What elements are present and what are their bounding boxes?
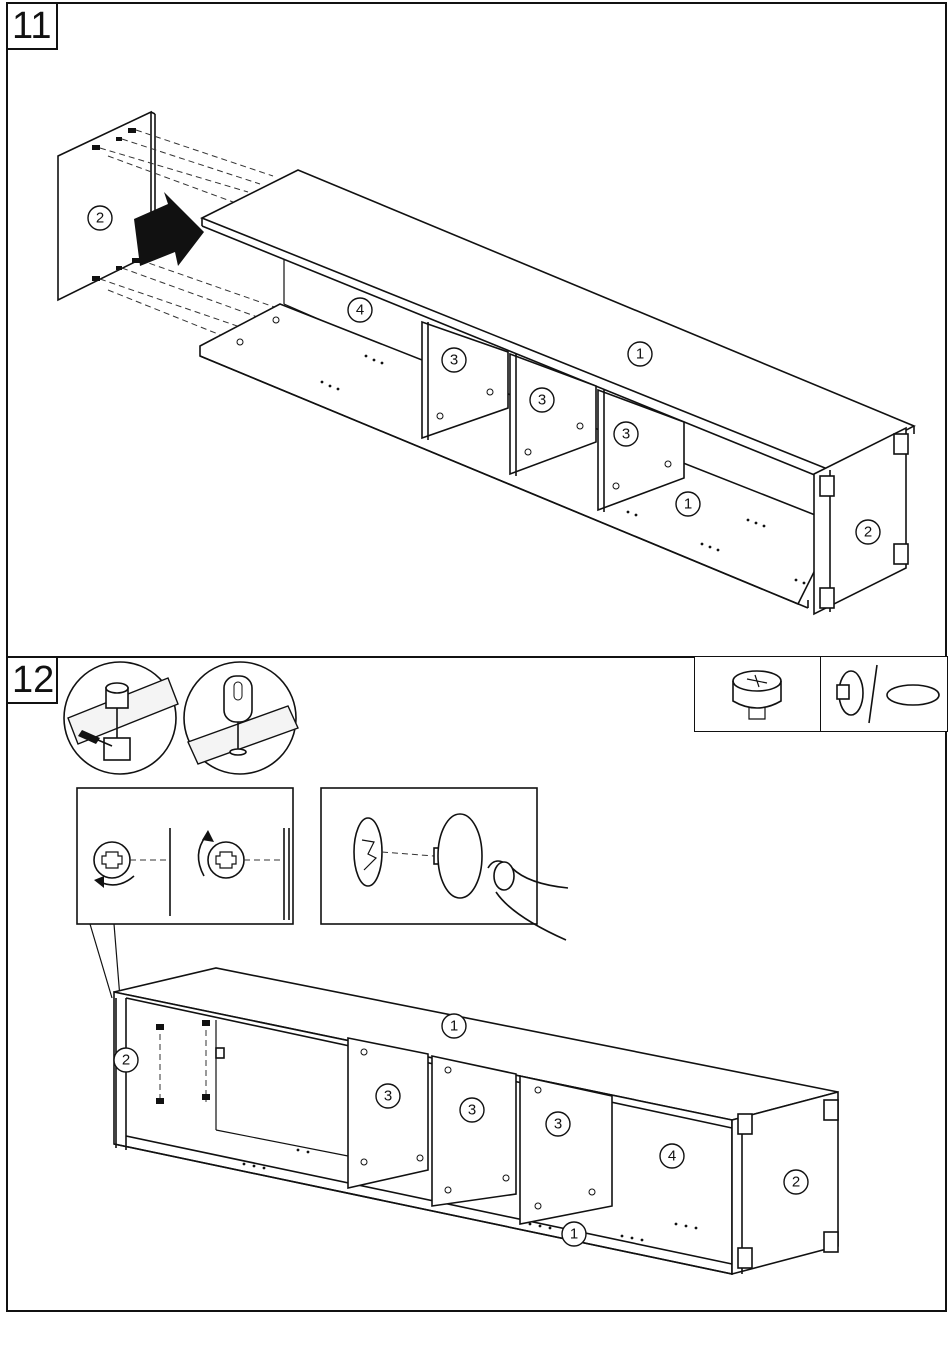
callout-divider-a: 3 [442,348,466,372]
svg-text:3: 3 [384,1088,392,1105]
callout-divider-b: 3 [460,1098,484,1122]
svg-text:1: 1 [684,496,692,513]
callout-top-board: 1 [442,1014,466,1038]
svg-text:4: 4 [356,302,364,319]
svg-text:4: 4 [668,1148,676,1165]
callout-divider-c: 3 [546,1112,570,1136]
svg-text:2: 2 [792,1174,800,1191]
svg-text:3: 3 [450,352,458,369]
cam-install-detail [64,662,178,774]
svg-text:3: 3 [622,426,630,443]
step-11-panel: 11 [6,2,947,658]
callout-bottom-board: 1 [676,492,700,516]
callout-divider-c: 3 [614,422,638,446]
svg-text:2: 2 [864,524,872,541]
divider-c [520,1076,612,1224]
callout-side-left: 2 [114,1048,138,1072]
svg-text:1: 1 [570,1226,578,1243]
svg-text:2: 2 [122,1052,130,1069]
callout-back-panel: 4 [660,1144,684,1168]
cam-screw-detail [184,662,298,774]
callout-bottom-board: 1 [562,1222,586,1246]
callout-divider-a: 3 [376,1084,400,1108]
divider-b [432,1056,516,1206]
callout-side-right: 2 [856,520,880,544]
callout-side-right: 2 [784,1170,808,1194]
step-11-illustration: 2 4 1 3 3 3 1 2 [8,4,949,660]
callout-side-left: 2 [88,206,112,230]
svg-text:1: 1 [450,1018,458,1035]
callout-back-panel: 4 [348,298,372,322]
callout-divider-b: 3 [530,388,554,412]
callout-top-board: 1 [628,342,652,366]
svg-text:3: 3 [554,1116,562,1133]
divider-a [348,1038,428,1188]
svg-text:3: 3 [538,392,546,409]
svg-text:3: 3 [468,1102,476,1119]
step-12-illustration: 1 2 3 3 3 4 2 1 [8,658,949,1314]
svg-text:2: 2 [96,210,104,227]
step-12-panel: 12 [6,656,947,1312]
svg-text:1: 1 [636,346,644,363]
side-panel-left [58,112,151,300]
